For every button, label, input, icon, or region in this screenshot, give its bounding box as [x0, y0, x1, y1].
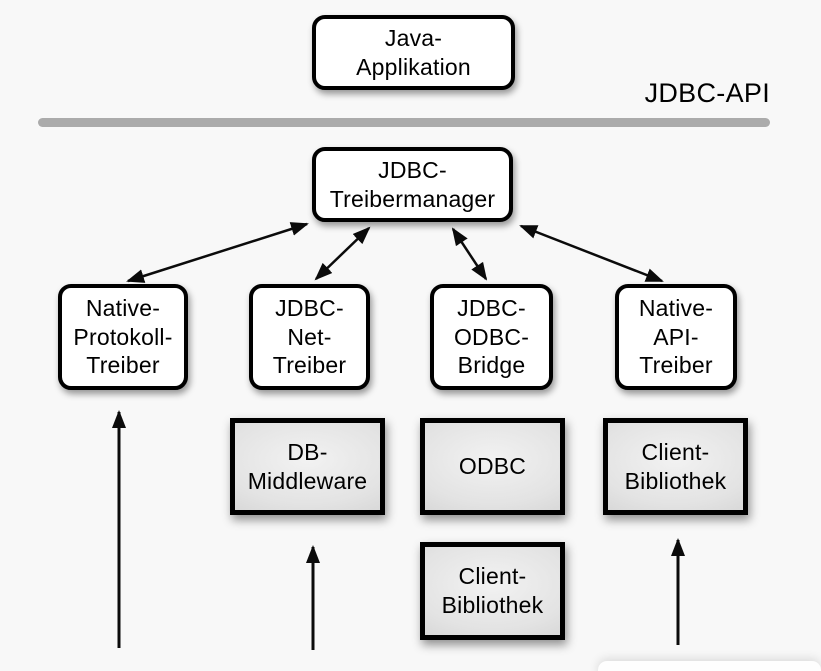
node-native-protokoll-treiber: Native- Protokoll- Treiber [58, 284, 188, 390]
arrow-treibermanager-jdbc-net [314, 226, 371, 281]
arrow-treibermanager-native-protokoll [126, 222, 309, 283]
partial-box-bottom-right [598, 661, 821, 671]
node-odbc: ODBC [420, 418, 565, 515]
node-java-applikation: Java- Applikation [312, 15, 515, 90]
node-jdbc-net-treiber: JDBC- Net- Treiber [249, 284, 370, 390]
node-client-bibliothek-bottom: Client- Bibliothek [420, 542, 565, 640]
node-client-bibliothek-right: Client- Bibliothek [603, 418, 748, 515]
jdbc-api-label: JDBC-API [644, 78, 770, 108]
node-jdbc-treibermanager: JDBC- Treibermanager [312, 147, 513, 222]
node-native-api-treiber: Native- API- Treiber [615, 284, 737, 390]
node-jdbc-odbc-bridge: JDBC- ODBC- Bridge [430, 284, 553, 390]
arrow-treibermanager-jdbc-odbc [451, 227, 488, 281]
node-db-middleware: DB- Middleware [230, 418, 385, 515]
arrow-treibermanager-native-api [519, 224, 664, 283]
jdbc-api-divider-line [38, 118, 770, 127]
